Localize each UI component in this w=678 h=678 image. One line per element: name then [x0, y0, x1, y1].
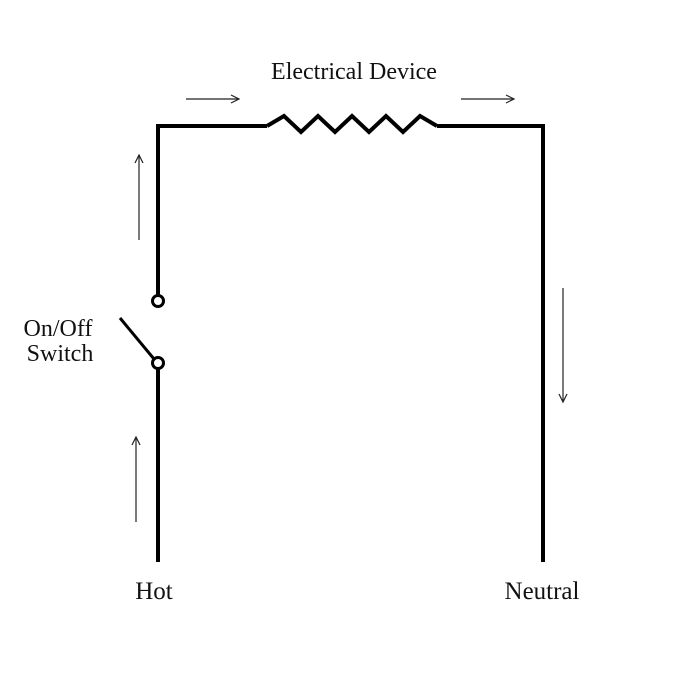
arrow-right-left — [186, 94, 241, 104]
switch-label-line1: On/Off — [24, 316, 93, 342]
arrow-up-upper — [134, 153, 144, 240]
neutral-label: Neutral — [505, 578, 580, 605]
hot-label: Hot — [135, 578, 173, 605]
switch-blade — [118, 317, 156, 360]
current-arrows — [131, 94, 568, 522]
switch-terminal-top — [151, 294, 165, 308]
hot-wire-upper — [156, 124, 267, 295]
switch-label-line2: Switch — [27, 341, 94, 367]
arrow-down-right — [558, 288, 568, 404]
switch-terminal-bottom — [151, 356, 165, 370]
device-label: Electrical Device — [271, 59, 437, 85]
neutral-wire — [437, 124, 545, 562]
resistor-symbol — [265, 113, 439, 135]
arrow-right-right — [461, 94, 516, 104]
wires — [156, 113, 545, 562]
on-off-switch — [118, 294, 165, 370]
arrow-up-lower — [131, 435, 141, 522]
